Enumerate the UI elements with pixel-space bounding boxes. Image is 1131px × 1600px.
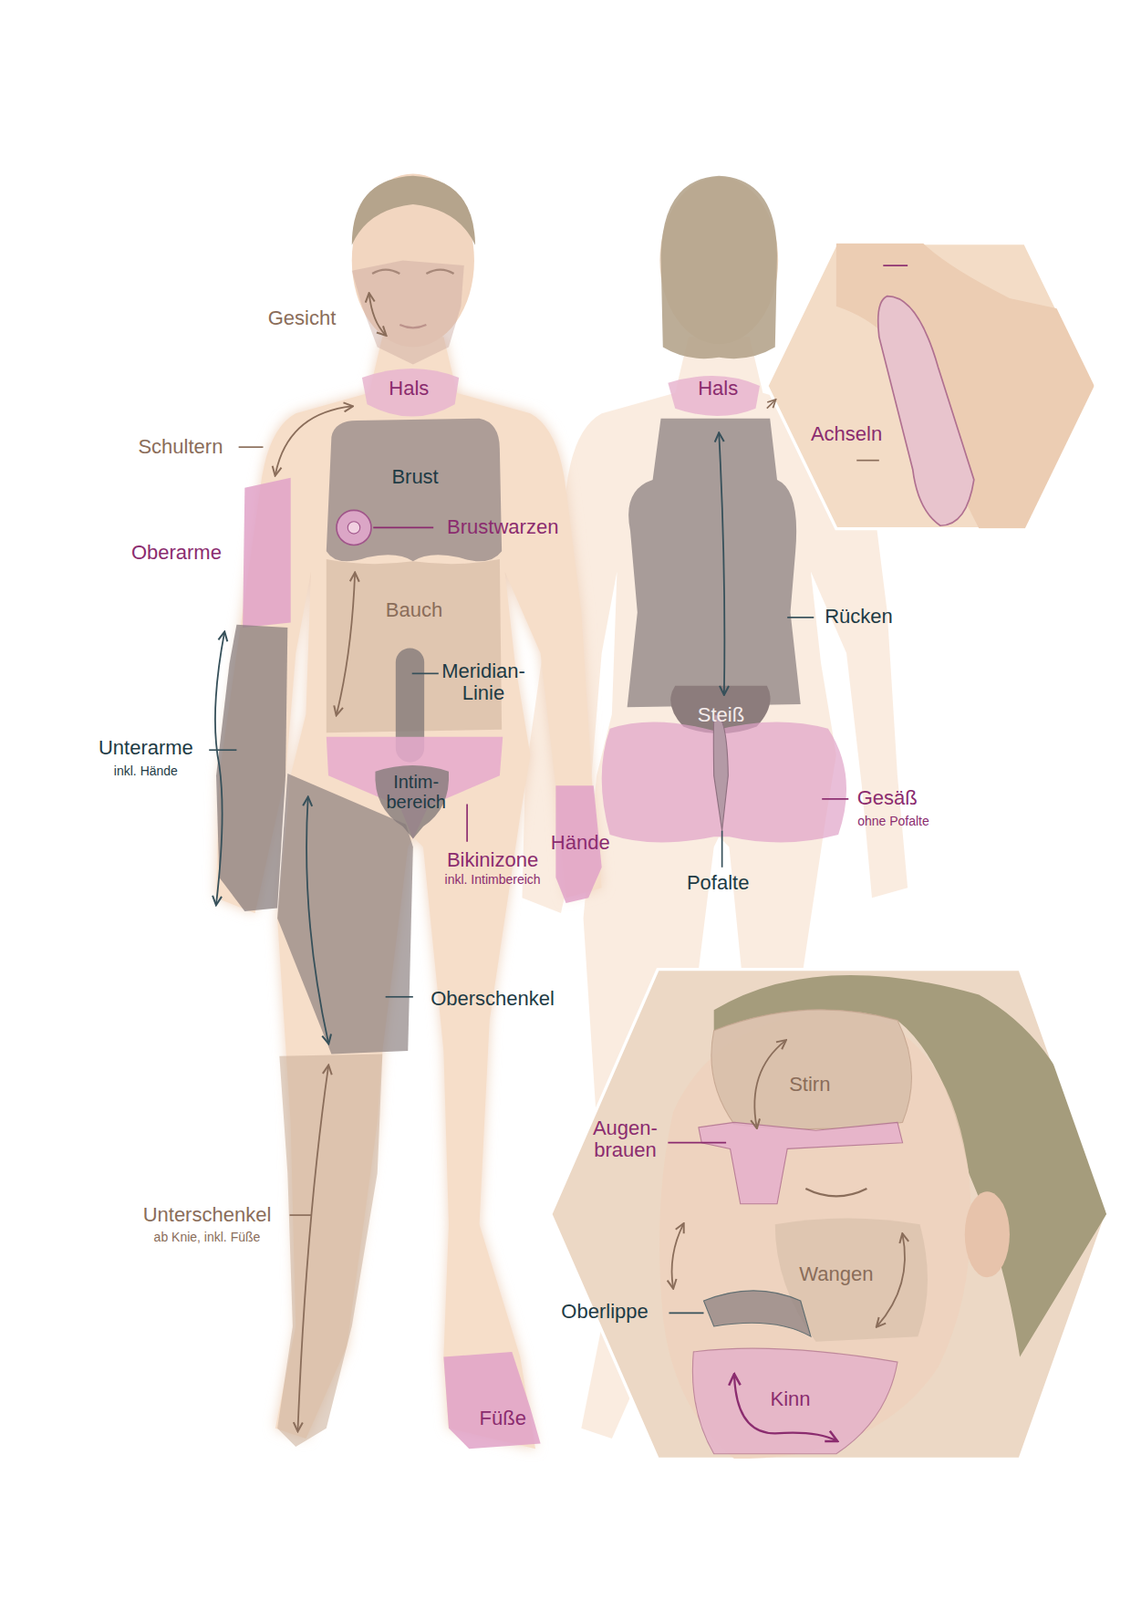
- region-label: Augen-brauen: [592, 1117, 658, 1162]
- region-label: Unterarme: [98, 736, 194, 758]
- region-label: Hände: [550, 830, 611, 853]
- region-label: Hals: [388, 377, 429, 400]
- region-label: Steiß: [697, 704, 745, 727]
- region-label: Pofalte: [686, 871, 750, 894]
- leader-line: [882, 264, 908, 267]
- ear: [964, 1191, 1010, 1277]
- arm-shape: [836, 243, 1095, 530]
- region-label: Bauch: [385, 599, 443, 622]
- region-label: Wangen: [798, 1262, 873, 1285]
- region-label: Kinn: [770, 1388, 811, 1411]
- inset-hexagon: [550, 969, 1107, 1460]
- region-back: [627, 418, 801, 707]
- region-note: inkl. Hände: [114, 765, 178, 779]
- direction-arrow: [718, 434, 725, 695]
- region-label: Füße: [479, 1407, 527, 1430]
- face-inset: [659, 975, 1107, 1459]
- leader-line: [721, 830, 724, 868]
- direction-arrow: [336, 573, 355, 715]
- region-label: Oberlippe: [560, 1300, 648, 1323]
- region-nipple: [336, 509, 372, 545]
- region-label: Gesicht: [268, 307, 337, 330]
- region-neck: [362, 368, 459, 417]
- leader-line: [238, 446, 264, 448]
- region-label: Brust: [391, 466, 438, 488]
- region-face: [352, 260, 465, 365]
- leader-line: [787, 616, 814, 619]
- region-lower-leg: [277, 1053, 383, 1446]
- region-label: Stirn: [788, 1072, 831, 1095]
- direction-arrow: [369, 293, 386, 335]
- region-label: Intim-bereich: [385, 771, 447, 812]
- region-note: ohne Pofalte: [857, 815, 930, 830]
- eye-line: [805, 1188, 867, 1196]
- body-glow: [216, 336, 602, 1449]
- region-eyebrows: [698, 1121, 903, 1204]
- leader-line: [412, 673, 439, 675]
- direction-arrow: [877, 1234, 905, 1327]
- direction-arrow: [734, 1375, 837, 1442]
- region-cleft: [713, 714, 728, 831]
- hair: [661, 176, 778, 359]
- region-label: Brustwarzen: [446, 516, 559, 539]
- leader-line: [290, 1214, 312, 1216]
- region-label: Schultern: [137, 435, 223, 458]
- region-forehead: [711, 1009, 913, 1130]
- body-silhouette: [216, 336, 602, 1449]
- region-chin: [692, 1348, 898, 1454]
- leader-line: [385, 996, 414, 998]
- region-label: Rücken: [824, 605, 893, 628]
- region-label: Achseln: [810, 423, 882, 446]
- region-upper-lip: [704, 1290, 811, 1337]
- inset-hexagon: [767, 243, 1095, 530]
- direction-arrow: [297, 1066, 329, 1431]
- region-forearm: [216, 624, 288, 912]
- armpit-inset: [836, 243, 1095, 530]
- region-label: Oberarme: [131, 541, 222, 564]
- leader-line: [667, 1141, 727, 1144]
- region-label: Bikinizone: [446, 848, 539, 871]
- hair: [352, 176, 476, 246]
- region-neck-back: [667, 375, 760, 416]
- leader-line: [466, 803, 468, 841]
- direction-arrow: [767, 400, 776, 409]
- leader-line: [373, 527, 434, 530]
- direction-arrow: [306, 798, 329, 1043]
- region-label: Meridian-Linie: [441, 660, 526, 705]
- leader-line: [821, 798, 849, 800]
- region-thigh: [277, 773, 414, 1054]
- region-note: inkl. Intimbereich: [445, 872, 541, 887]
- direction-arrow: [275, 405, 353, 475]
- region-foot: [443, 1351, 540, 1449]
- leader-line: [208, 748, 237, 751]
- leader-lines: [208, 265, 908, 1313]
- direction-arrow: [672, 1224, 685, 1287]
- region-label: Gesäß: [857, 787, 918, 810]
- direction-arrow: [215, 632, 225, 904]
- region-label: Hals: [697, 377, 738, 400]
- face-skin: [659, 1009, 971, 1459]
- direction-arrow: [754, 1040, 786, 1128]
- region-note: ab Knie, inkl. Füße: [154, 1231, 261, 1246]
- leader-line: [856, 459, 880, 462]
- region-label: Oberschenkel: [430, 987, 555, 1010]
- region-armpit: [878, 296, 975, 527]
- region-upper-arm: [242, 477, 291, 628]
- region-label: Unterschenkel: [143, 1203, 272, 1226]
- region-nipple-center: [347, 521, 360, 534]
- leader-line: [668, 1312, 704, 1315]
- region-chest: [326, 418, 502, 562]
